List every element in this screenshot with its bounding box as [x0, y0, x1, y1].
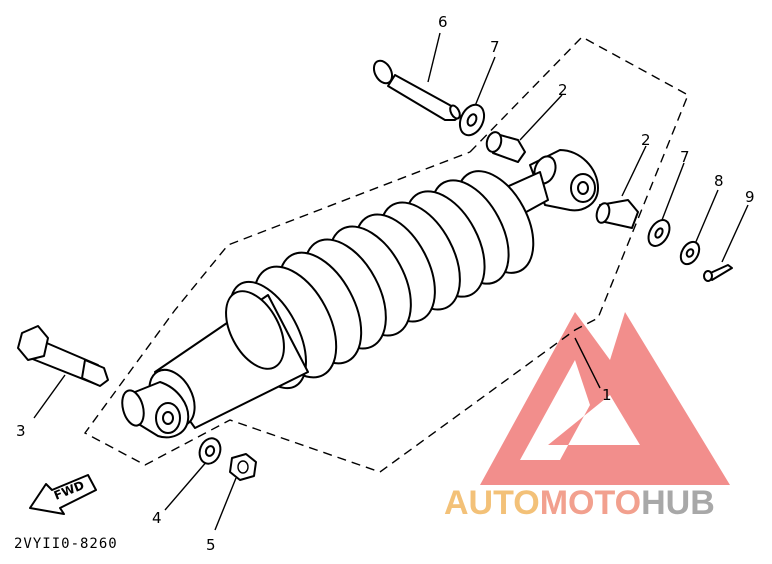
callout-7-upper: 7: [490, 38, 500, 56]
watermark-auto: AUTO: [444, 484, 540, 522]
cotter-pin: [703, 264, 733, 282]
upper-washer: [458, 103, 486, 137]
callout-2-right: 2: [641, 131, 651, 149]
watermark-text: AUTOMOTOHUB: [444, 484, 715, 522]
watermark-logo: [480, 312, 730, 485]
lower-washer: [198, 437, 222, 465]
nut: [229, 453, 257, 481]
callout-5: 5: [206, 536, 216, 554]
callout-7-right: 7: [680, 148, 690, 166]
callout-3: 3: [16, 422, 26, 440]
plain-washer: [679, 240, 701, 266]
fwd-arrow: FWD: [29, 474, 97, 515]
callout-1: 1: [602, 386, 612, 404]
lower-bolt: [17, 325, 109, 387]
right-washer: [647, 219, 671, 247]
part-code: 2VYII0-8260: [14, 536, 118, 552]
callout-8: 8: [714, 172, 724, 190]
watermark-moto: MOTO: [540, 484, 641, 522]
upper-collar: [485, 131, 526, 163]
callout-4: 4: [152, 509, 162, 527]
upper-bolt: [372, 59, 461, 121]
callout-9: 9: [745, 188, 755, 206]
watermark-hub: HUB: [641, 484, 715, 522]
lower-collar: [595, 199, 639, 229]
shock-absorber-body: [121, 149, 599, 439]
callout-6: 6: [438, 13, 448, 31]
leader-lines: [33, 32, 749, 531]
assembly-outline: [83, 36, 689, 473]
callout-2-upper: 2: [558, 81, 568, 99]
